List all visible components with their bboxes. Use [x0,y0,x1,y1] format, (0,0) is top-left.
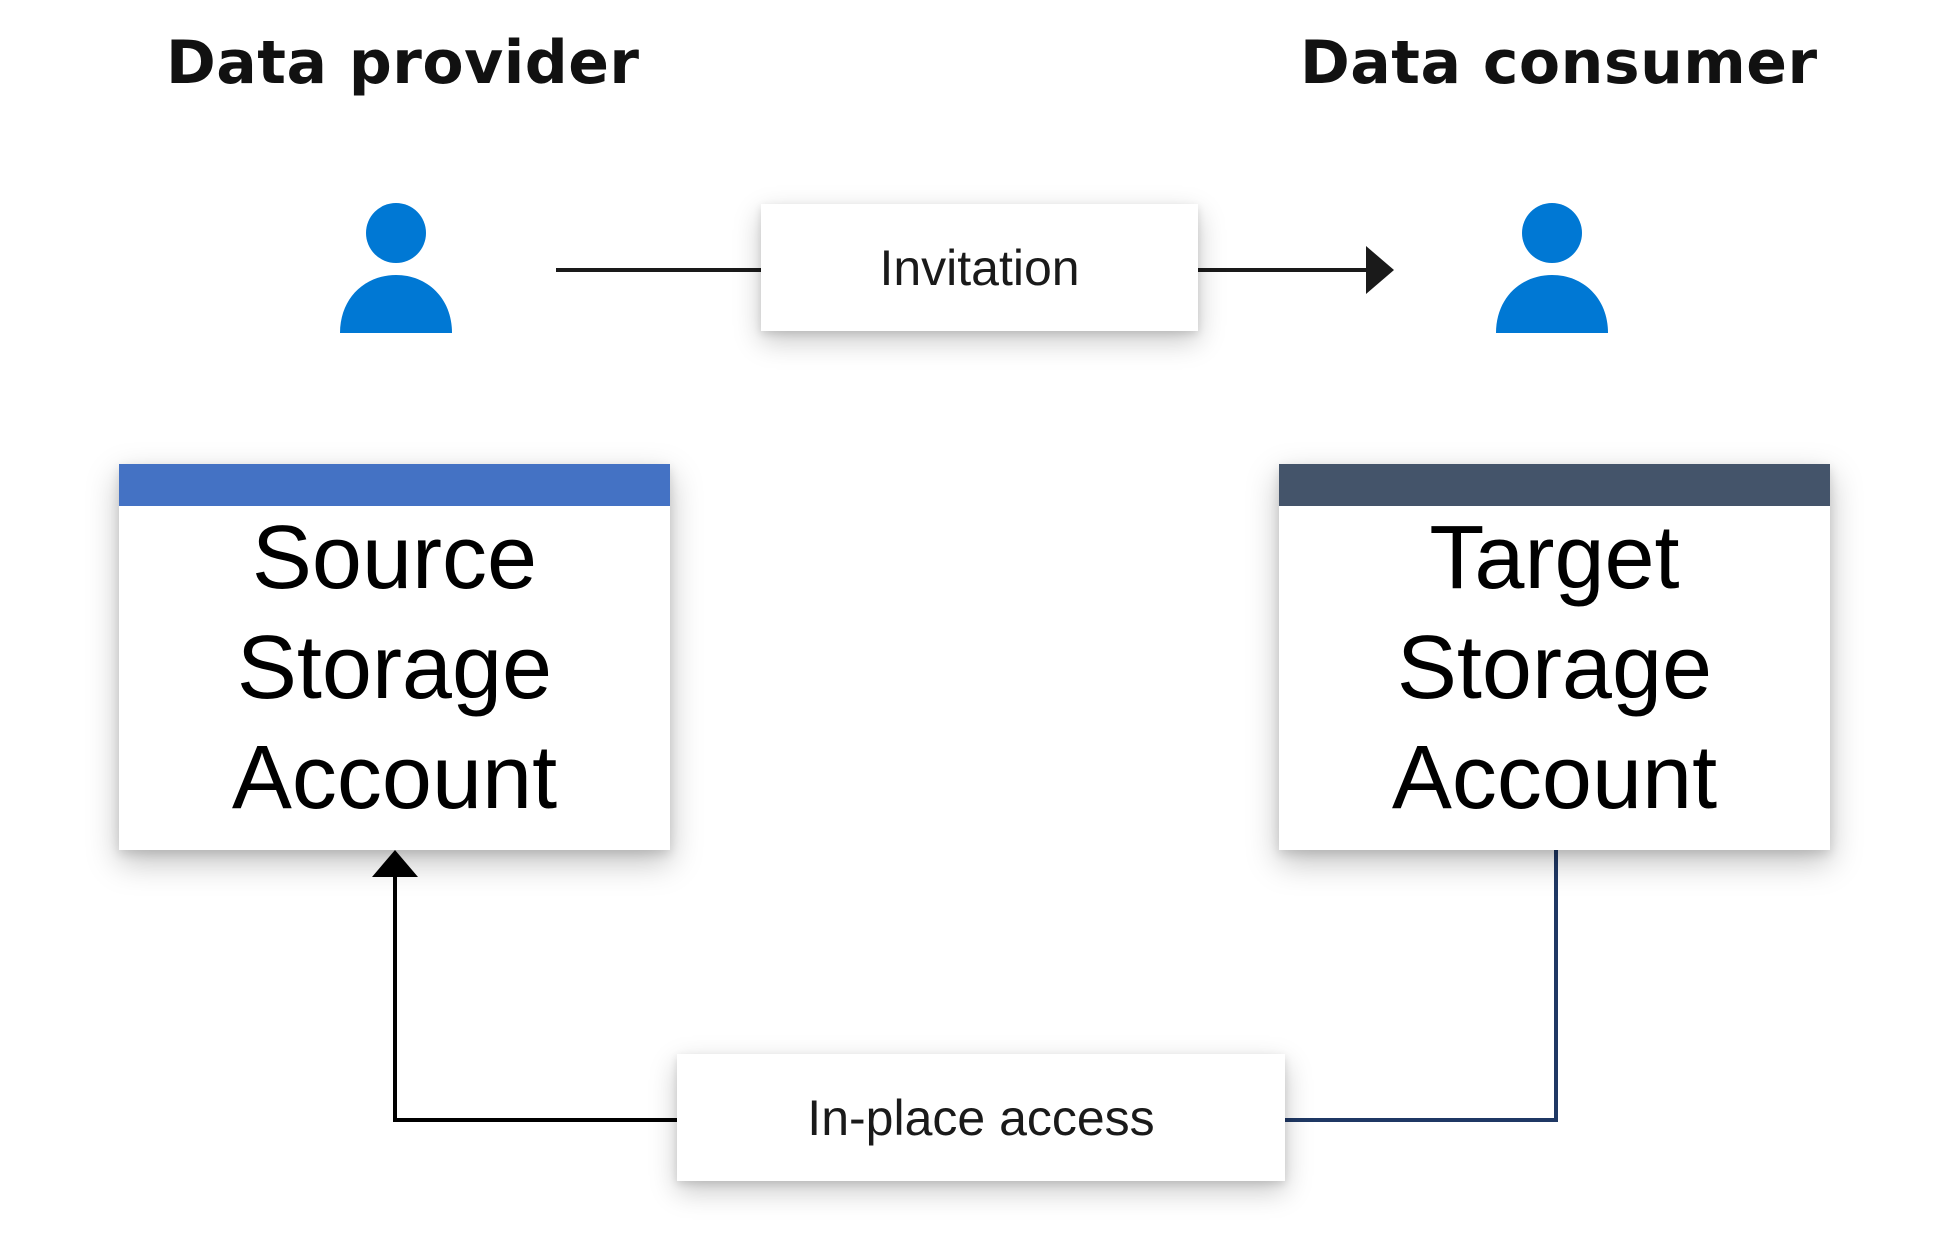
invitation-label: Invitation [761,204,1198,331]
person-icon [340,203,452,333]
in-place-access-label: In-place access [677,1054,1285,1181]
data-consumer-heading: Data consumer [1300,28,1818,98]
invitation-text: Invitation [879,239,1080,296]
source-card-header-bar [119,464,670,506]
target-storage-account-card: Target Storage Account [1279,464,1830,850]
access-arrowhead [372,850,418,877]
person-icon [1496,203,1608,333]
source-storage-title: Source Storage Account [231,508,558,828]
target-storage-title: Target Storage Account [1391,508,1718,828]
data-provider-heading: Data provider [166,28,640,98]
in-place-access-text: In-place access [807,1089,1155,1146]
source-storage-account-card: Source Storage Account [119,464,670,850]
access-line-right [1285,850,1558,1122]
target-card-header-bar [1279,464,1830,506]
invitation-arrowhead [1366,246,1394,294]
access-line-left [393,872,677,1122]
